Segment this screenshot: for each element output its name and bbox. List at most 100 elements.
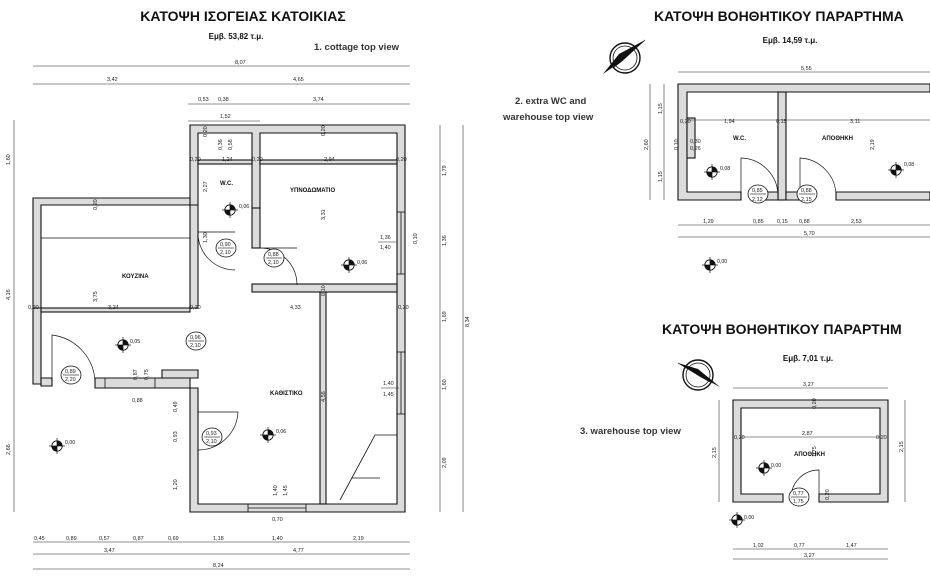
door5-height: 2,10 [206,439,217,445]
level-mark-bedroom: 0,06 [357,260,367,266]
dim-020c: 0,20 [396,157,407,163]
room-label-wc2: W.C. [733,136,746,142]
annex2-020d: 0,20 [825,489,831,500]
view-label-1: 1. cottage top view [314,42,400,53]
level-mark-outside: 0,00 [65,440,75,446]
annex2-level-inside: 0,00 [771,463,781,469]
annex2-020c: 0,20 [812,398,818,409]
door1-width: 0,90 [220,242,231,248]
dim-020h: 0,20 [93,199,99,210]
annex2-dim-top: 3,27 [803,382,814,388]
room-label-kitchen: ΚΟΥΖΙΝΑ [122,274,149,280]
window1-width: 1,36 [380,235,391,241]
dim-b-089: 0,89 [66,536,77,542]
annex1-026: 0,26 [690,146,701,152]
door2-height: 2,10 [268,260,279,266]
dim-b-824: 8,24 [213,563,224,569]
dim-b-057: 0,57 [99,536,110,542]
annex2-b-327: 3,27 [804,553,815,559]
cottage-area: Εμβ. 53,82 τ.μ. [209,32,264,41]
window3-width: 1,40 [273,485,279,496]
annex1-dim-260: 2,60 [644,139,650,150]
annex2-right-215: 2,15 [899,441,905,452]
annex2-b-147: 1,47 [846,543,857,549]
dim-038: 0,38 [218,97,229,103]
door4-height: 2,20 [65,377,76,383]
annex1-015: 0,15 [776,119,787,125]
annex2-020a: 0,20 [734,435,745,441]
dim-right-169: 1,69 [442,311,448,322]
dim-087: 0,87 [133,369,139,380]
dim-331: 3,31 [321,209,327,220]
cottage-title: ΚΑΤΟΨΗ ΙΣΟΓΕΙΑΣ ΚΑΤΟΙΚΙΑΣ [140,8,345,24]
view-label-2b: warehouse top view [502,112,594,123]
room-label-living: ΚΑΘΙΣΤΙΚΟ [270,391,303,397]
annex2-title: ΚΑΤΟΨΗ ΒΟΗΘΗΤΙΚΟΥ ΠΑΡΑΡΤΗΜ [662,321,902,337]
annex1-b-129: 1,29 [703,219,714,225]
annex1-level-wc: 0,08 [720,166,730,172]
dim-020a: 0,20 [190,157,201,163]
dim-b-477: 4,77 [293,548,304,554]
dim-120: 1,20 [173,479,179,490]
annex2-door-height: 1,75 [793,499,804,505]
dim-053: 0,53 [198,97,209,103]
annex1-floor-plan: 5,55 1,15 2,60 1,15 W.C. ΑΠΟΘΗΚΗ 1,94 3,… [644,66,930,274]
window3-below: 0,70 [272,517,283,523]
annex1-b-015: 0,15 [777,219,788,225]
dim-036: 0,36 [218,139,224,150]
dim-075: 0,75 [144,369,150,380]
annex1-b-253: 2,53 [851,219,862,225]
dim-left-160: 1,60 [6,154,12,165]
annex1-st-width: 3,11 [850,119,860,125]
dim-b-219: 2,19 [353,536,364,542]
window2-width: 1,40 [383,381,394,387]
dim-020e: 0,20 [190,305,201,311]
dim-right-136: 1,36 [442,235,448,246]
view-label-3: 3. warehouse top view [580,426,681,437]
dim-b-069: 0,69 [168,536,179,542]
dim-bed-width: 2,94 [324,157,335,163]
dim-b-045: 0,45 [34,536,45,542]
north-arrow-icon [677,359,720,391]
dim-b-347: 3,47 [104,548,115,554]
annex1-dim-115b: 1,15 [658,171,664,182]
door5-width: 0,93 [206,431,217,437]
annex2-left-215: 2,15 [712,447,718,458]
annex1-door2-height: 2,15 [801,197,812,203]
dim-total-top: 8,07 [235,60,246,66]
level-mark-kitchen: 0,05 [130,339,140,345]
annex1-dim-115a: 1,15 [658,103,664,114]
dim-liv-width: 4,33 [290,305,301,311]
window2-height: 1,45 [383,392,394,398]
annex2-b-102: 1,02 [753,543,764,549]
dim-010b: 0,10 [413,233,419,244]
annex1-020a: 0,20 [680,119,691,125]
door1-height: 2,10 [220,250,231,256]
view-label-2a: 2. extra WC and [515,96,586,107]
door3-height: 2,10 [190,343,201,349]
dim-b-118: 1,18 [213,536,224,542]
annex1-door2-width: 0,88 [801,188,812,194]
dim-058: 0,58 [228,139,234,150]
door4-width: 0,89 [65,369,76,375]
annex1-b-085: 0,85 [753,219,764,225]
door3-width: 0,96 [190,335,201,341]
dim-093: 0,93 [173,431,179,442]
dim-left-416: 4,16 [6,289,12,300]
window1-height: 1,40 [380,245,391,251]
annex1-219: 2,19 [870,139,876,150]
annex2-floor-plan: 3,27 2,15 2,15 2,87 0,20 0,20 0,20 0,20 … [712,382,906,560]
dim-020g: 0,20 [203,126,209,137]
level-mark-living: 0,06 [276,429,286,435]
dim-020f: 0,20 [398,305,409,311]
dim-top-right: 4,65 [293,77,304,83]
annex1-dim-top: 5,55 [801,66,812,72]
dim-right-209: 2,09 [442,457,448,468]
annex2-b-077: 0,77 [794,543,805,549]
dim-top-left: 3,42 [107,77,118,83]
dim-020b: 0,20 [252,157,263,163]
dim-049: 0,49 [173,401,179,412]
annex1-010: 0,10 [674,139,680,150]
annex1-b-570: 5,70 [804,231,815,237]
dim-right-160: 1,60 [442,379,448,390]
